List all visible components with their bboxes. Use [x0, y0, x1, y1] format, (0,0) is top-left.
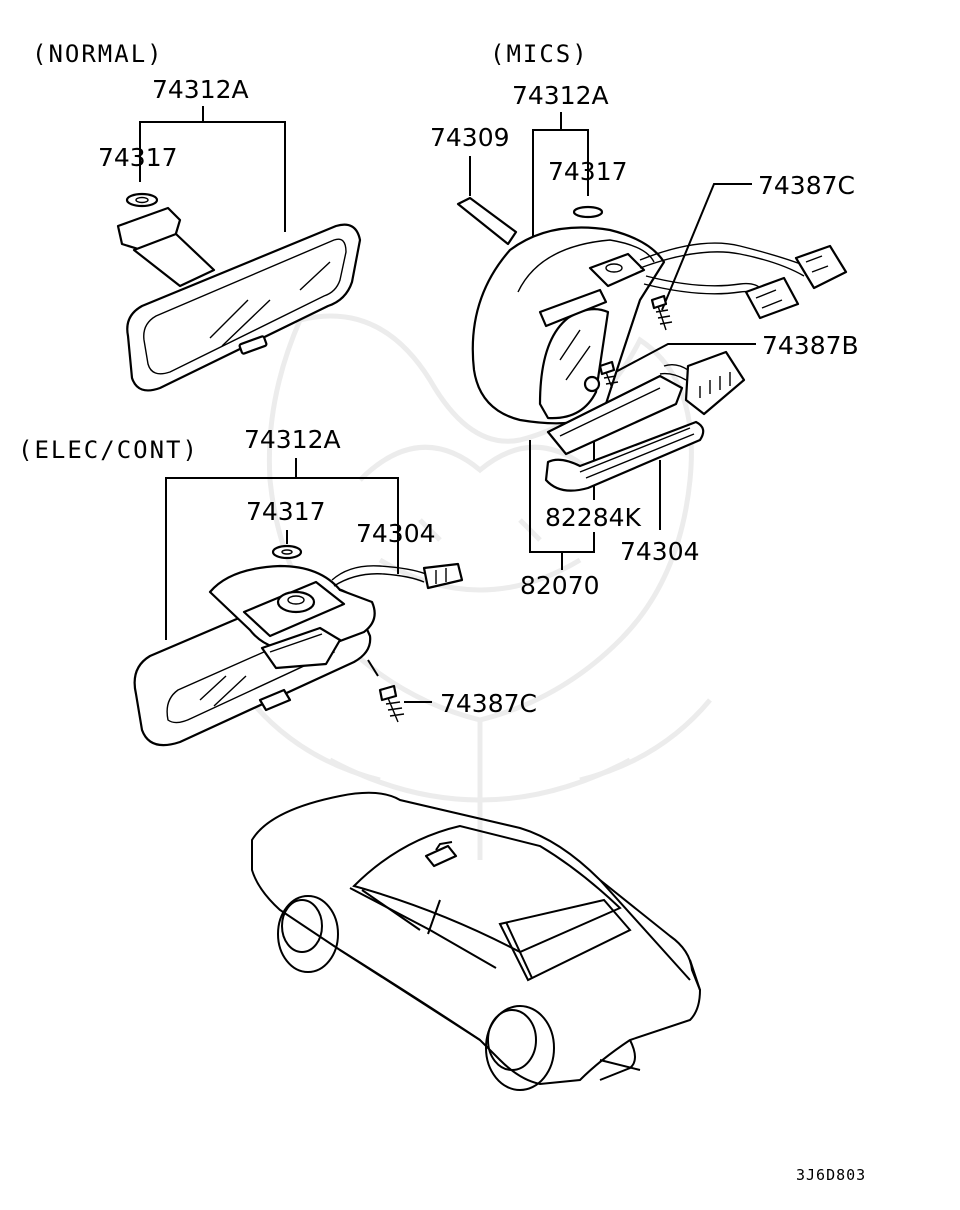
mics-label-74312a: 74312A [512, 81, 609, 110]
section-title-mics: (MICS) [490, 40, 589, 68]
car-front-wheel [277, 895, 339, 973]
mics-connector-a [794, 244, 848, 290]
car-roof [352, 824, 622, 954]
mics-group: 74312A 74309 74317 74387C 74387B 82284K … [430, 81, 859, 600]
mics-label-74309: 74309 [430, 123, 510, 152]
normal-mirror-74312a [126, 223, 362, 392]
mics-switch-connector [684, 350, 746, 416]
mics-connector-b [744, 276, 800, 320]
mics-screw-74387c [650, 294, 668, 310]
mics-leader-74387b [607, 343, 756, 377]
normal-leader-lines [139, 106, 286, 232]
car-rear-wheel [485, 1005, 555, 1091]
elec-washer-74317 [271, 544, 303, 560]
mics-leader-74312a [532, 112, 589, 246]
diagram-code: 3J6D803 [796, 1166, 866, 1184]
mics-cover-74309 [456, 196, 518, 246]
mics-clip-82284k [583, 375, 601, 393]
section-title-elec-cont: (ELEC/CONT) [18, 436, 199, 464]
elec-leader-74312a [165, 458, 399, 640]
mics-label-82284k: 82284K [545, 503, 642, 532]
car-mirror-location-marker [424, 844, 458, 868]
elec-cont-group: 74312A 74317 74304 74387C [133, 425, 537, 747]
mics-leader-82070 [529, 440, 595, 570]
normal-washer-74317 [125, 192, 159, 208]
mics-label-74387c: 74387C [758, 171, 855, 200]
elec-label-74387c: 74387C [440, 689, 537, 718]
normal-label-74317: 74317 [98, 143, 178, 172]
mics-label-74387b: 74387B [762, 331, 859, 360]
mics-leader-74387c [661, 183, 752, 311]
elec-connector [422, 562, 464, 590]
elec-label-74304: 74304 [356, 519, 436, 548]
elec-lamp-74304 [260, 626, 342, 670]
elec-screw-74387c [378, 684, 398, 702]
elec-label-74312a: 74312A [244, 425, 341, 454]
elec-label-74317: 74317 [246, 497, 326, 526]
mics-screw-74387b [598, 360, 616, 376]
mics-lamp-74304 [546, 374, 684, 456]
vehicle-location-drawing [251, 791, 702, 1091]
normal-group: 74312A 74317 [98, 75, 362, 392]
mics-washer-74317 [572, 205, 604, 219]
mics-label-74304: 74304 [620, 537, 700, 566]
section-title-normal: (NORMAL) [32, 40, 164, 68]
mics-label-82070: 82070 [520, 571, 600, 600]
normal-label-74312a: 74312A [152, 75, 249, 104]
